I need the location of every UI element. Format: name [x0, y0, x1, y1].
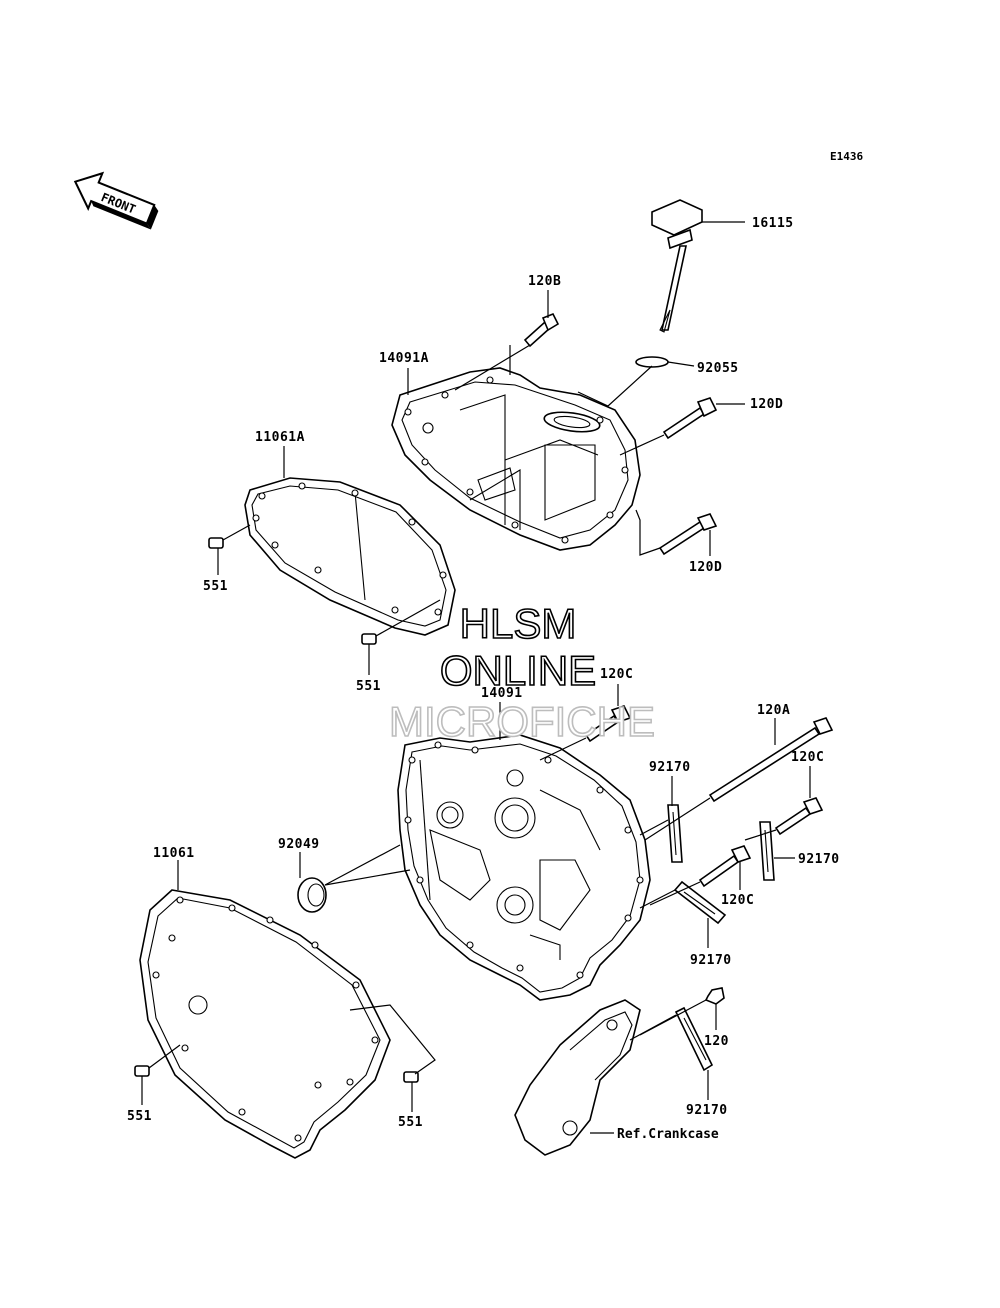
watermark-line1: HLSM: [460, 600, 577, 647]
watermark-line2: ONLINE: [440, 647, 596, 694]
dowel-551-d: [403, 1071, 419, 1083]
label-92170-a: 92170: [649, 760, 691, 775]
watermark: HLSM ONLINE MICROFICHE: [388, 599, 656, 746]
label-120A: 120A: [757, 703, 790, 718]
label-120D-bottom: 120D: [689, 560, 722, 575]
bolt-120C-right: [774, 797, 824, 836]
plate-92170-c: [673, 880, 727, 925]
label-14091A: 14091A: [379, 351, 429, 366]
watermark-line3: MICROFICHE: [389, 698, 655, 745]
label-120D-top: 120D: [750, 397, 783, 412]
front-arrow-icon: FRONT: [73, 171, 159, 230]
outer-cover-14091A: [391, 367, 641, 551]
leader-lines: [141, 221, 811, 1134]
label-551-c: 551: [127, 1109, 152, 1124]
label-92170-b: 92170: [798, 852, 840, 867]
label-16115: 16115: [752, 216, 794, 231]
plate-92170-b: [759, 821, 775, 881]
label-120B: 120B: [528, 274, 561, 289]
label-120C-mid: 120C: [721, 893, 754, 908]
label-11061: 11061: [153, 846, 195, 861]
label-92049: 92049: [278, 837, 320, 852]
plate-92170-a: [667, 804, 683, 863]
label-92170-d: 92170: [686, 1103, 728, 1118]
label-120: 120: [704, 1034, 729, 1049]
label-ref-crankcase: Ref.Crankcase: [617, 1127, 719, 1142]
inner-cover-14091: [397, 734, 651, 1001]
bolt-120C-top: [584, 705, 632, 743]
label-551-d: 551: [398, 1115, 423, 1130]
label-92170-c: 92170: [690, 953, 732, 968]
label-551-b: 551: [356, 679, 381, 694]
label-14091: 14091: [481, 686, 523, 701]
bolt-120D-bottom: [658, 513, 718, 556]
gasket-11061: [139, 889, 391, 1159]
dipstick-16115: [651, 199, 703, 333]
diagram-code: E1436: [830, 150, 863, 163]
crankcase-reference: [514, 999, 641, 1156]
dowel-551-b: [361, 633, 377, 645]
label-120C-right: 120C: [791, 750, 824, 765]
label-92055: 92055: [697, 361, 739, 376]
bolt-120: [704, 987, 725, 1005]
bolt-120D-top: [662, 397, 718, 440]
dowel-551-a: [208, 537, 224, 549]
dowel-551-c: [134, 1065, 150, 1077]
o-ring-92055: [635, 356, 669, 368]
plate-92170-d: [674, 1006, 714, 1072]
bolt-120C-mid: [698, 845, 752, 888]
label-11061A: 11061A: [255, 430, 305, 445]
label-120C-top: 120C: [600, 667, 633, 682]
bolt-120B: [523, 312, 560, 348]
gasket-11061A: [244, 477, 456, 636]
label-551-a: 551: [203, 579, 228, 594]
oil-seal-92049: [297, 877, 327, 913]
bolt-120A: [708, 717, 834, 803]
